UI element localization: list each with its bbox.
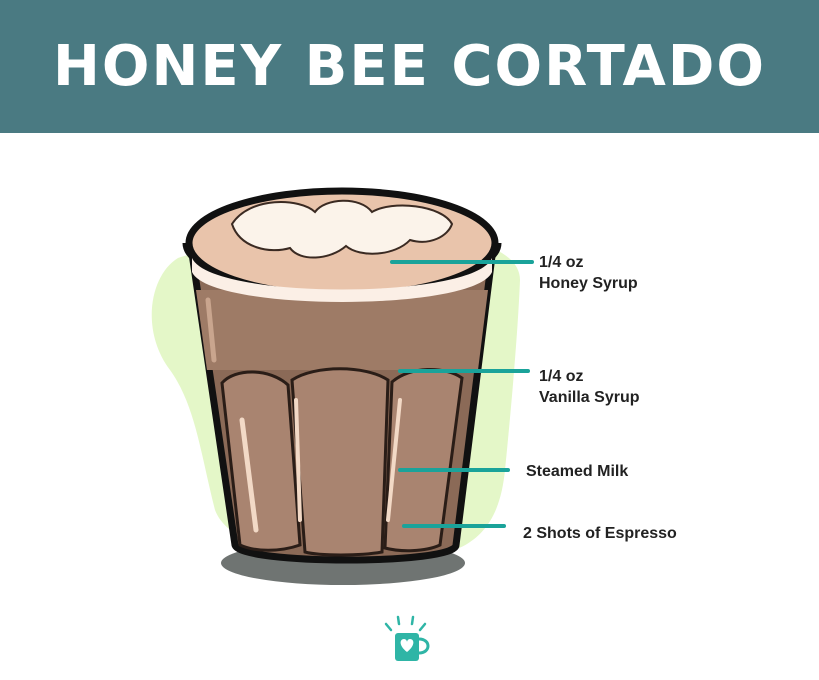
honey-name: Honey Syrup [539,275,638,292]
page-title: HONEY BEE CORTADO [53,34,766,99]
label-honey-syrup: 1/4 oz Honey Syrup [539,252,638,294]
glass-highlight [294,398,302,522]
latte-art [230,199,454,259]
glass-facet [220,370,302,552]
vanilla-amount: 1/4 oz [539,368,584,385]
glass-highlight [205,297,217,363]
glass-highlight [239,417,259,533]
title-banner: HONEY BEE CORTADO [0,0,819,133]
milk-name: Steamed Milk [526,463,629,480]
espresso-name: 2 Shots of Espresso [523,525,677,542]
honey-amount: 1/4 oz [539,254,584,271]
vanilla-name: Vanilla Syrup [539,389,640,406]
foam-band [192,258,492,302]
label-espresso: 2 Shots of Espresso [523,523,677,544]
coffee-mug-heart-icon [384,615,430,661]
cortado-illustration [151,187,534,661]
glass-highlight [386,398,402,522]
glass-upper-band [196,290,488,370]
label-vanilla-syrup: 1/4 oz Vanilla Syrup [539,366,639,408]
label-steamed-milk: Steamed Milk [526,461,628,482]
glass-facet [290,367,390,557]
illustration-area: 1/4 oz Honey Syrup 1/4 oz Vanilla Syrup … [0,133,819,675]
